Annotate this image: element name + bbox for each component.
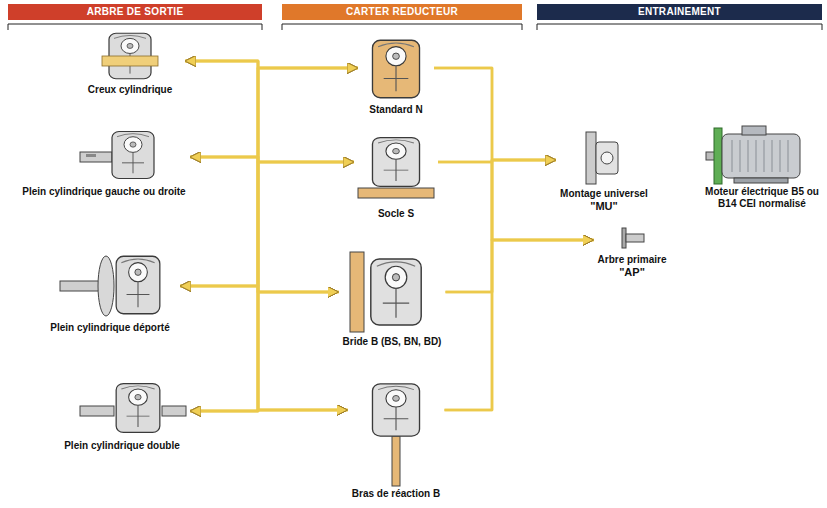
connector-arrow xyxy=(185,61,354,162)
input-shaft-drawing xyxy=(622,228,626,248)
flange-housing xyxy=(350,252,421,332)
hollow-shaft-gearbox xyxy=(102,56,158,66)
flange-housing xyxy=(371,259,421,325)
solid-shaft-gearbox xyxy=(80,152,112,162)
connector-arrow xyxy=(180,162,354,286)
connector-arrow xyxy=(445,160,557,410)
section-bracket xyxy=(537,24,822,30)
option-label: Montage universel xyxy=(556,188,652,200)
connector-arrow xyxy=(190,157,348,410)
output-shaft-option: Plein cylindrique gauche ou droite xyxy=(18,128,190,198)
option-label: Bride B (BS, BN, BD) xyxy=(339,336,446,348)
option-label: Plein cylindrique double xyxy=(54,440,190,452)
header-text: CARTER REDUCTEUR xyxy=(346,6,458,18)
connector-arrow xyxy=(434,68,594,240)
output-shaft-option: Plein cylindrique déporté xyxy=(40,250,180,334)
foot-housing xyxy=(372,138,419,187)
offset-shaft-gearbox xyxy=(116,256,160,313)
drive-option: Arbre primaire"AP" xyxy=(594,226,671,278)
solid-shaft-gearbox xyxy=(80,131,154,178)
offset-shaft-gearbox xyxy=(60,256,160,316)
drive-option: Moteur électrique B5 ou B14 CEI normalis… xyxy=(703,124,821,210)
universal-mount xyxy=(586,132,618,184)
header-text: ENTRAINEMENT xyxy=(638,6,721,18)
option-label: Socle S xyxy=(354,208,438,220)
housing-option: Bras de réaction B xyxy=(348,378,445,500)
standard-housing xyxy=(372,40,419,97)
option-label: Standard N xyxy=(358,104,434,116)
option-label: Plein cylindrique déporté xyxy=(40,322,180,334)
output-shaft-option: Creux cylindrique xyxy=(75,30,185,96)
connector-arrow xyxy=(446,160,557,292)
double-shaft-gearbox xyxy=(162,406,186,416)
connector-arrow xyxy=(446,240,594,292)
foot-housing xyxy=(358,188,434,198)
connector-arrow xyxy=(190,292,339,411)
input-shaft-drawing xyxy=(626,234,644,242)
connector-arrow xyxy=(180,68,358,286)
housing-option: Bride B (BS, BN, BD) xyxy=(339,252,446,348)
electric-motor-drawing xyxy=(722,134,800,178)
option-code: "AP" xyxy=(594,266,671,278)
option-code: "MU" xyxy=(556,200,652,212)
universal-mount xyxy=(586,132,596,184)
drive-option: Montage universel"MU" xyxy=(556,130,652,212)
section-header: ENTRAINEMENT xyxy=(537,4,822,20)
option-label: Moteur électrique B5 ou B14 CEI normalis… xyxy=(703,186,821,210)
housing-option: Standard N xyxy=(358,34,434,116)
housing-option: Socle S xyxy=(354,134,438,220)
torque-arm-housing xyxy=(372,384,419,486)
option-label: Plein cylindrique gauche ou droite xyxy=(18,186,190,198)
electric-motor-drawing xyxy=(742,126,766,135)
option-label: Creux cylindrique xyxy=(75,84,185,96)
output-shaft-option: Plein cylindrique double xyxy=(54,378,190,452)
electric-motor-drawing xyxy=(714,128,722,184)
flange-housing xyxy=(350,252,364,332)
connector-arrow xyxy=(438,162,594,240)
section-header: ARBRE DE SORTIE xyxy=(8,4,262,20)
input-shaft-drawing xyxy=(622,228,644,248)
torque-arm-housing xyxy=(372,384,419,436)
standard-housing xyxy=(372,40,419,97)
double-shaft-gearbox xyxy=(80,406,114,416)
double-shaft-gearbox xyxy=(116,384,160,433)
header-text: ARBRE DE SORTIE xyxy=(87,6,184,18)
connector-arrow xyxy=(185,61,339,292)
electric-motor-drawing xyxy=(732,140,788,172)
torque-arm-housing xyxy=(392,436,400,486)
connector-arrow xyxy=(190,410,348,411)
double-shaft-gearbox xyxy=(80,384,186,433)
universal-mount xyxy=(596,142,618,174)
connector-arrow xyxy=(180,286,348,410)
section-bracket xyxy=(8,24,262,30)
foot-housing xyxy=(358,138,434,198)
connector-arrow xyxy=(185,61,348,410)
offset-shaft-gearbox xyxy=(60,281,104,291)
connector-arrow xyxy=(434,68,556,160)
solid-shaft-gearbox xyxy=(112,131,154,178)
option-label: Arbre primaire xyxy=(594,254,671,266)
solid-shaft-gearbox xyxy=(86,154,96,157)
option-label: Bras de réaction B xyxy=(348,488,445,500)
hollow-shaft-gearbox xyxy=(102,33,158,78)
section-bracket xyxy=(8,24,822,30)
offset-shaft-gearbox xyxy=(98,256,114,316)
electric-motor-drawing xyxy=(706,126,800,184)
section-bracket xyxy=(282,24,522,30)
connector-arrow xyxy=(190,68,358,157)
section-header: CARTER REDUCTEUR xyxy=(282,4,522,20)
connector-arrow xyxy=(445,240,594,410)
connector-arrow xyxy=(190,157,339,292)
connector-arrow xyxy=(190,68,358,411)
universal-mount xyxy=(601,152,613,164)
electric-motor-drawing xyxy=(734,178,788,183)
